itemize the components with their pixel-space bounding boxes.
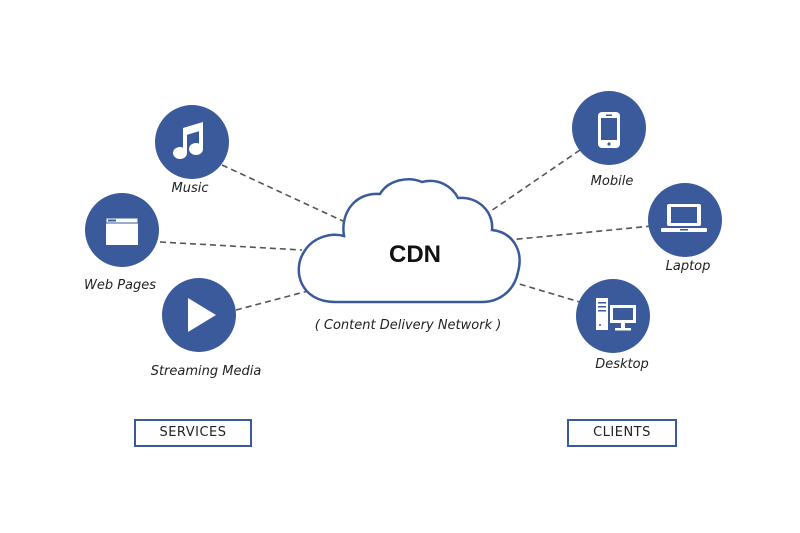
label-music: Music xyxy=(171,181,209,196)
node-streaming-media[interactable] xyxy=(162,278,236,352)
connector-mobile xyxy=(487,149,581,214)
label-streaming-media: Streaming Media xyxy=(150,364,262,379)
mobile-phone-icon xyxy=(598,112,620,148)
node-desktop[interactable] xyxy=(576,279,650,353)
cdn-title: CDN xyxy=(389,241,441,268)
cdn-subtitle: ( Content Delivery Network ) xyxy=(314,318,502,333)
play-icon xyxy=(188,298,216,332)
node-music[interactable] xyxy=(155,105,229,179)
node-laptop[interactable] xyxy=(648,183,722,257)
connector-streaming-media xyxy=(235,290,309,311)
laptop-icon xyxy=(661,204,707,232)
desktop-computer-icon xyxy=(596,298,636,331)
music-note-icon xyxy=(173,122,203,159)
clients-heading: CLIENTS xyxy=(567,419,677,447)
connector-music xyxy=(221,164,346,223)
connector-web-pages xyxy=(159,241,303,251)
label-laptop: Laptop xyxy=(665,259,711,274)
services-heading: SERVICES xyxy=(134,419,252,447)
connector-desktop xyxy=(515,282,584,304)
browser-window-icon xyxy=(105,217,139,245)
cdn-cloud xyxy=(297,178,521,304)
label-web-pages: Web Pages xyxy=(83,278,157,293)
node-mobile[interactable] xyxy=(572,91,646,165)
node-web-pages[interactable] xyxy=(85,193,159,267)
label-mobile: Mobile xyxy=(590,174,634,189)
connector-laptop xyxy=(497,225,653,242)
label-desktop: Desktop xyxy=(595,357,649,372)
